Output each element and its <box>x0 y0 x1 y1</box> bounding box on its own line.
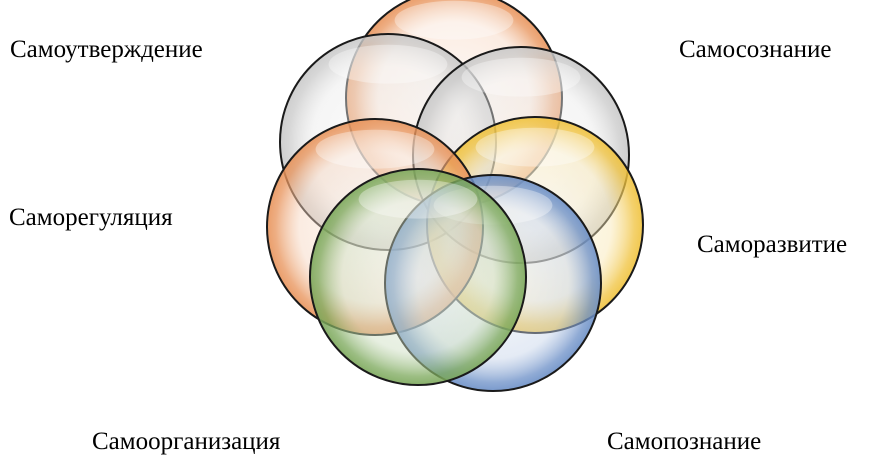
circle-top-orange-highlight <box>395 1 514 40</box>
label-self-regulation: Саморегуляция <box>9 205 173 230</box>
circle-upper-right-gray-highlight <box>462 58 581 97</box>
label-self-organization: Самоорганизация <box>92 429 280 454</box>
circle-bottom-left-green-highlight <box>359 180 478 219</box>
label-self-awareness: Самосознание <box>679 37 832 62</box>
label-self-knowledge: Самопознание <box>607 429 761 454</box>
circle-right-yellow-highlight <box>476 128 595 167</box>
circle-upper-left-gray-highlight <box>329 45 448 84</box>
circles-group <box>267 0 643 391</box>
circle-left-orange-highlight <box>316 130 435 169</box>
label-self-affirmation: Самоутверждение <box>10 37 203 62</box>
label-self-development: Саморазвитие <box>697 232 847 257</box>
